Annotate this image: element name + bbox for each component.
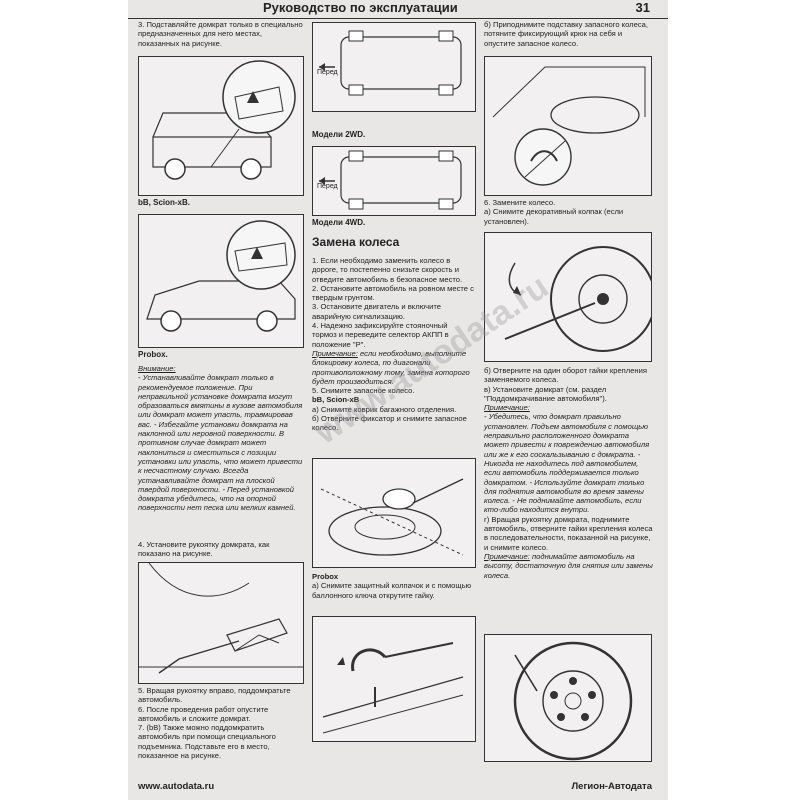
col3-note-label: Примечание: <box>484 403 530 413</box>
col3-note2-label: Примечание: <box>484 551 530 561</box>
col3-note-text: - Убедитесь, что домкрат правильно устан… <box>484 412 650 515</box>
header-title: Руководство по эксплуатации <box>263 0 458 15</box>
col2-note-text: если необходимо, выполните блокировку ко… <box>312 348 470 386</box>
col1-step3: 3. Подставляйте домкрат только в специал… <box>138 20 303 48</box>
caption-probox: Probox. <box>138 350 168 359</box>
col2-p5b: б) Отверните фиксатор и снимите запасное… <box>312 414 467 433</box>
col1-step5: 5. Вращая рукоятку вправо, поддомкратьте… <box>138 686 291 705</box>
col2-p4: 4. Надежно зафиксируйте стояночный тормо… <box>312 321 449 349</box>
figure-nut-sequence <box>484 634 652 762</box>
footer-url: www.autodata.ru <box>138 781 215 792</box>
col2-p5a: а) Снимите коврик багажного отделения. <box>312 404 457 414</box>
caption-2wd: Модели 2WD. <box>312 130 366 139</box>
col2-sub-probox: Probox <box>312 572 339 581</box>
page-number: 31 <box>635 0 650 15</box>
col2-p5: 5. Снимите запасное колесо. <box>312 386 415 396</box>
figure-lift-points-4wd: Перед <box>312 146 476 216</box>
label-front-4wd: Перед <box>317 183 338 190</box>
col1-step6: 6. После проведения работ опустите автом… <box>138 704 269 723</box>
col3-steps-b-v: б) Отверните на один оборот гайки крепле… <box>484 366 654 580</box>
section-heading-wheel-change: Замена колеса <box>312 235 400 249</box>
col3-p6: 6. Замените колесо. <box>484 198 556 207</box>
figure-spare-wheel-lower <box>484 56 652 196</box>
col2-sub-bb: bB, Scion-xB <box>312 395 360 405</box>
col3-p6v: в) Установите домкрат (см. раздел "Поддо… <box>484 384 607 403</box>
figure-loosen-nuts <box>484 232 652 362</box>
caption-bb: bB, Scion-xB. <box>138 198 191 207</box>
caption-4wd: Модели 4WD. <box>312 218 366 227</box>
figure-jack-handle <box>138 562 304 684</box>
caution-text: - Устанавливайте домкрат только в рекоме… <box>138 373 303 513</box>
figure-lift-points-2wd: Перед <box>312 22 476 112</box>
figure-jack-point-bb <box>138 56 304 196</box>
col3-p6g: г) Вращая рукоятку домкрата, поднимите а… <box>484 514 653 552</box>
col1-steps-5-7: 5. Вращая рукоятку вправо, поддомкратьте… <box>138 686 303 760</box>
col2-p2: 2. Остановите автомобиль на ровном месте… <box>312 283 474 303</box>
figure-spare-wheel-bb <box>312 458 476 568</box>
figure-spare-wheel-probox <box>312 616 476 742</box>
footer-publisher: Легион-Автодата <box>571 781 652 792</box>
col1-caution-note: Внимание: - Устанавливайте домкрат тольк… <box>138 364 303 513</box>
col3-p6a: а) Снимите декоративный колпак (если уст… <box>484 207 624 226</box>
col1-step4: 4. Установите рукоятку домкрата, как пок… <box>138 540 270 559</box>
figure-jack-point-probox <box>138 214 304 348</box>
col2-steps: 1. Если необходимо заменить колесо в дор… <box>312 256 474 433</box>
col2-probox-step: Probox а) Снимите защитный колпачок и с … <box>312 572 474 600</box>
manual-page: Руководство по эксплуатации 31 3. Подста… <box>128 0 668 800</box>
col2-p1: 1. Если необходимо заменить колесо в дор… <box>312 256 463 284</box>
col2-note-label: Примечание: <box>312 348 358 358</box>
col1-step7: 7. (bB) Также можно поддомкратить автомо… <box>138 723 276 761</box>
label-front-2wd: Перед <box>317 69 338 76</box>
col2-p5a2: а) Снимите защитный колпачок и с помощью… <box>312 581 472 600</box>
col2-p3: 3. Остановите двигатель и включите авари… <box>312 302 441 321</box>
caution-label: Внимание: <box>138 364 176 373</box>
col3-p5b2: б) Приподнимите подставку запасного коле… <box>484 20 648 48</box>
col3-note2-text: поднимайте автомобиль на высоту, достато… <box>484 551 653 580</box>
page-header: Руководство по эксплуатации 31 <box>128 0 668 19</box>
col3-p6b: б) Отверните на один оборот гайки крепле… <box>484 366 647 385</box>
col3-step6: 6. Замените колесо. а) Снимите декоратив… <box>484 198 654 226</box>
